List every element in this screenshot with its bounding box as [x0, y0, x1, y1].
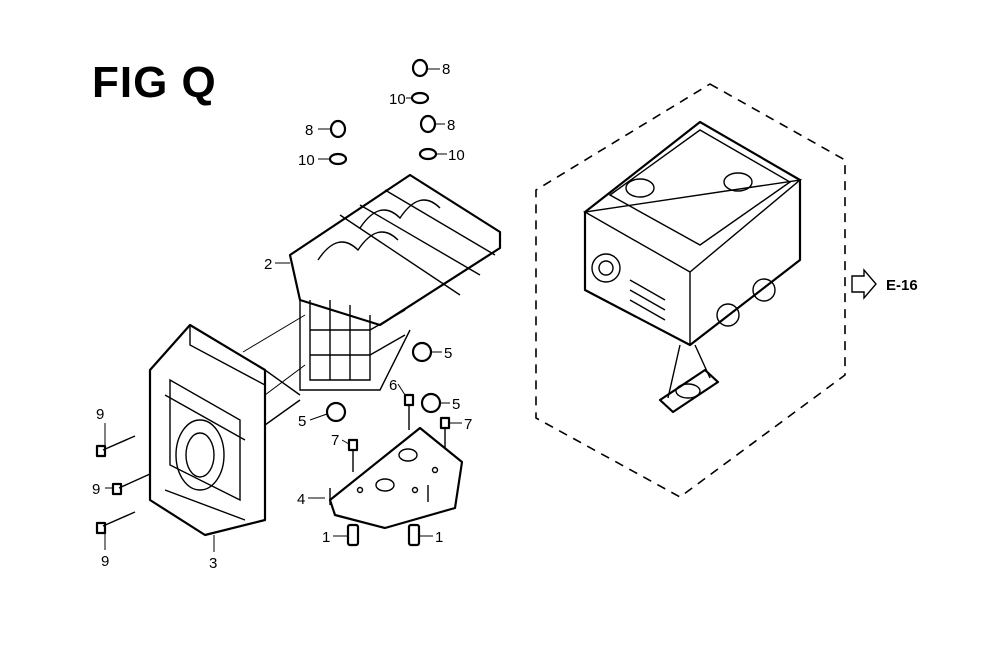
muffler: [582, 120, 803, 414]
figure-title: FIG Q: [92, 58, 217, 107]
callout-9: 9: [101, 553, 109, 570]
reference-label: E-16: [886, 277, 918, 294]
callout-8: 8: [447, 117, 455, 134]
callout-10: 10: [448, 147, 465, 164]
callout-9: 9: [96, 406, 104, 423]
muffler-outline: [535, 83, 846, 498]
callout-7: 7: [331, 432, 339, 449]
callout-1: 1: [322, 529, 330, 546]
callout-6: 6: [389, 377, 397, 394]
callout-2: 2: [264, 256, 272, 273]
callout-5: 5: [298, 413, 306, 430]
callout-10: 10: [298, 152, 315, 169]
callout-4: 4: [297, 491, 305, 508]
callout-10: 10: [389, 91, 406, 108]
callout-8: 8: [305, 122, 313, 139]
bolts-part-9: [95, 435, 151, 535]
part-2-cover: [288, 173, 502, 391]
part-4-plate: [328, 426, 464, 530]
callout-1: 1: [435, 529, 443, 546]
reference-arrow: [851, 268, 877, 300]
callout-7: 7: [464, 416, 472, 433]
leader-lines: [104, 68, 462, 552]
part-3-bracket: [148, 323, 301, 537]
callout-3: 3: [209, 555, 217, 572]
nuts-and-washers: [328, 58, 438, 166]
callout-5: 5: [444, 345, 452, 362]
callout-8: 8: [442, 61, 450, 78]
callout-5: 5: [452, 396, 460, 413]
callout-9: 9: [92, 481, 100, 498]
